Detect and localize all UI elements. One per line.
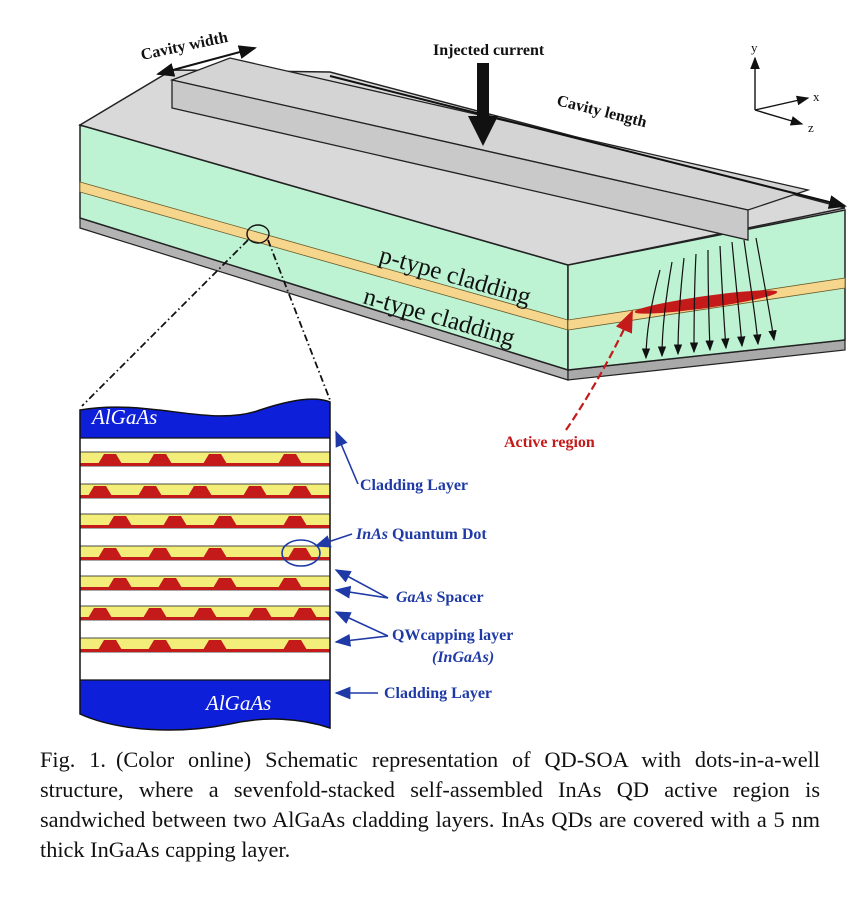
quantum-dot: [148, 454, 172, 464]
active-region-arrow: [565, 309, 634, 431]
quantum-dot: [98, 454, 122, 464]
device-3d: [78, 57, 846, 381]
quantum-dot: [138, 486, 162, 496]
quantum-dot: [158, 578, 182, 588]
quantum-dot: [203, 640, 227, 650]
quantum-dot-layers: [80, 451, 330, 653]
quantum-dot: [243, 486, 267, 496]
quantum-dot: [288, 486, 312, 496]
quantum-dot: [148, 548, 172, 558]
wetting-layer: [80, 463, 330, 466]
active-region-label: Active region: [504, 434, 595, 451]
quantum-dot: [283, 516, 307, 526]
quantum-dot: [98, 548, 122, 558]
wetting-layer: [80, 525, 330, 528]
cavity-length-arrow: [329, 75, 847, 209]
layer-stack-inset: [80, 399, 330, 730]
inset-bottom-material: AlGaAs: [204, 691, 271, 715]
quantum-dot: [88, 608, 112, 618]
quantum-dot: [148, 640, 172, 650]
quantum-dot: [278, 578, 302, 588]
quantum-dot: [203, 454, 227, 464]
inset-outline: [79, 398, 331, 731]
qd-soa-diagram: Cavity width Injected current Cavity len…: [78, 29, 847, 731]
coordinate-axes: [750, 56, 810, 126]
zoom-circle: [246, 224, 270, 244]
wetting-layer: [80, 649, 330, 652]
wetting-layer: [80, 617, 330, 620]
qd-highlight-ellipse: [281, 539, 321, 567]
quantum-dot: [288, 548, 312, 558]
quantum-dot: [213, 578, 237, 588]
axis-x-label: x: [813, 89, 820, 104]
wetting-layer: [80, 587, 330, 590]
axis-y-label: y: [751, 40, 758, 55]
cavity-width-arrow: [156, 45, 257, 77]
quantum-dot: [163, 516, 187, 526]
cavity-length-label: Cavity length: [555, 92, 648, 131]
caption-label: Fig. 1.: [40, 747, 106, 772]
quantum-dot: [248, 608, 272, 618]
quantum-dot: [278, 454, 302, 464]
quantum-dot: [293, 608, 317, 618]
callout-quantum-dot: InAs Quantum Dot: [355, 526, 487, 543]
wetting-layer: [80, 557, 330, 560]
quantum-dot: [188, 486, 212, 496]
injected-current-arrow: [468, 63, 498, 146]
figure-caption: Fig. 1.(Color online) Schematic represen…: [40, 745, 820, 865]
quantum-dot: [98, 640, 122, 650]
quantum-dot: [108, 578, 132, 588]
wetting-layer: [80, 495, 330, 498]
quantum-dot: [203, 548, 227, 558]
quantum-dot: [283, 640, 307, 650]
active-region-spot: [634, 290, 778, 314]
quantum-dot: [193, 608, 217, 618]
quantum-dot: [88, 486, 112, 496]
ridge-front: [171, 79, 749, 241]
callout-cladding-bottom: Cladding Layer: [384, 685, 492, 702]
quantum-dot: [213, 516, 237, 526]
inset-top-material: AlGaAs: [90, 405, 157, 429]
current-flow-lines: [641, 237, 777, 360]
callout-cladding-top: Cladding Layer: [360, 477, 468, 494]
injected-current-label: Injected current: [433, 42, 545, 59]
callout-arrows: [314, 430, 389, 700]
callout-spacer: GaAs Spacer: [396, 589, 484, 606]
quantum-dot: [108, 516, 132, 526]
axis-z-label: z: [808, 120, 814, 135]
callout-capping-line1: QWcapping layer: [392, 627, 513, 644]
caption-text: (Color online) Schematic representation …: [40, 747, 820, 862]
quantum-dot: [143, 608, 167, 618]
zoom-lines: [81, 239, 331, 407]
callout-capping-line2: (InGaAs): [432, 649, 494, 666]
